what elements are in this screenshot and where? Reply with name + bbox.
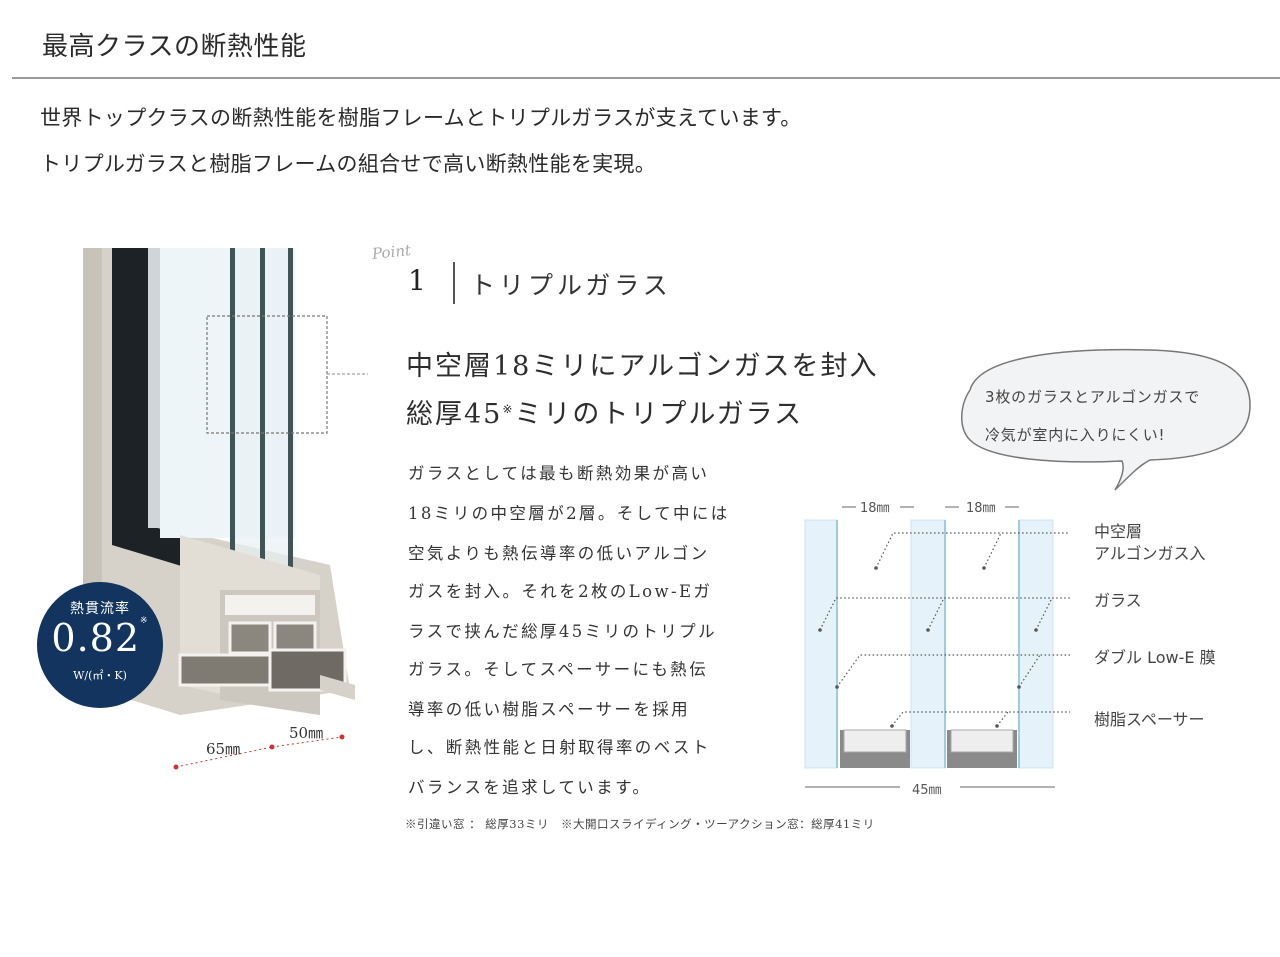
triple-glass-diagram: [804, 506, 1070, 788]
gap-label-1: 18㎜: [860, 501, 890, 516]
label-argon-gas: アルゴンガス入: [1094, 544, 1206, 563]
badge-unit: W/(㎡・K): [73, 669, 127, 682]
badge-value: 0.82※: [51, 616, 149, 660]
page-title: 最高クラスの断熱性能: [42, 32, 307, 62]
footnote: ※引違い窓 ： 総厚33ミリ ※大開口スライディング・ツーアクション窓：総厚41…: [405, 817, 875, 831]
point-number: 1: [408, 264, 426, 297]
badge-label: 熱貫流率: [70, 601, 130, 617]
frame-dimension-right: 50㎜: [289, 724, 324, 742]
body-line: 導率の低い樹脂スペーサーを採用: [408, 700, 691, 719]
body-line: し、断熱性能と日射取得率のベスト: [408, 738, 711, 757]
bubble-text-line-1: 3枚のガラスとアルゴンガスで: [985, 388, 1200, 406]
u-value-badge: 熱貫流率 0.82※ W/(㎡・K): [37, 582, 163, 708]
speech-bubble-icon: [961, 348, 1251, 491]
body-line: バランスを追求しています。: [408, 778, 652, 797]
bubble-text-line-2: 冷気が室内に入りにくい!: [985, 426, 1166, 444]
gap-label-2: 18㎜: [966, 501, 996, 516]
point-script-label: Point: [371, 241, 412, 263]
headline-line-2: 総厚45※ミリのトリプルガラス: [406, 399, 804, 430]
intro-line-1: 世界トップクラスの断熱性能を樹脂フレームとトリプルガラスが支えています。: [40, 106, 802, 130]
body-line: 空気よりも熱伝導率の低いアルゴン: [408, 544, 710, 563]
total-thickness-label: 45㎜: [912, 783, 942, 798]
window-frame-illustration: [83, 248, 368, 770]
label-low-e-coating: ダブル Low-E 膜: [1094, 648, 1216, 667]
body-line: ガスを封入。それを2枚のLow-Eガ: [408, 582, 713, 601]
point-divider: [453, 262, 455, 304]
point-title: トリプルガラス: [470, 271, 672, 300]
body-line: ガラスとしては最も断熱効果が高い: [408, 464, 710, 483]
header-divider: [12, 77, 1280, 79]
label-hollow-layer: 中空層: [1094, 522, 1143, 541]
label-glass: ガラス: [1094, 591, 1142, 610]
frame-dimension-left: 65㎜: [206, 740, 241, 758]
label-resin-spacer: 樹脂スペーサー: [1094, 710, 1205, 729]
body-line: 18ミリの中空層が2層。そして中には: [408, 504, 730, 523]
intro-line-2: トリプルガラスと樹脂フレームの組合せで高い断熱性能を実現。: [40, 152, 657, 176]
body-line: ラスで挟んだ総厚45ミリのトリプル: [408, 622, 717, 641]
headline-line-1: 中空層18ミリにアルゴンガスを封入: [406, 351, 879, 382]
body-line: ガラス。そしてスペーサーにも熱伝: [408, 660, 709, 679]
